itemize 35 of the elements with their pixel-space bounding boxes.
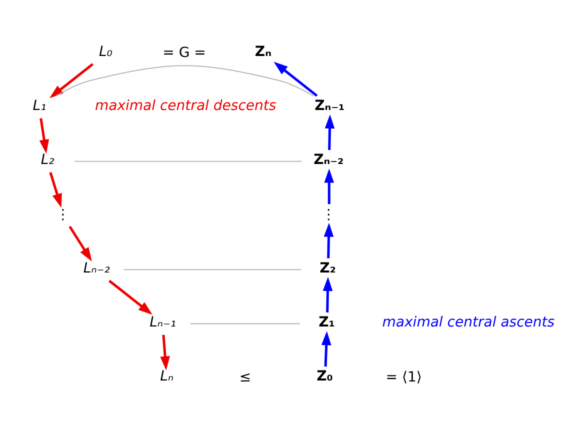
node-text: Lₙ: [160, 368, 174, 384]
connector: [56, 64, 314, 96]
label: maximal central descents: [94, 97, 276, 114]
node-text: L₂: [40, 152, 54, 168]
arrow: [160, 334, 170, 370]
label: = ⟨1⟩: [386, 369, 422, 386]
arrow: [324, 168, 334, 204]
label: ≤: [239, 369, 252, 386]
arrow: [324, 222, 334, 258]
node-text: Lₙ₋₂: [83, 260, 110, 276]
node-text: Zₙ: [254, 43, 272, 60]
node-text: Z₀: [316, 368, 333, 384]
arrow: [39, 118, 50, 154]
node-text: L₁: [32, 97, 46, 114]
node-text: ⋮: [56, 206, 70, 223]
arrow: [68, 225, 92, 261]
node-text: ⋮: [322, 206, 336, 223]
arrow: [108, 279, 152, 314]
node-text: Lₙ₋₁: [150, 314, 176, 330]
node-text: L₀: [98, 43, 112, 60]
arrow: [324, 114, 335, 150]
label: = G =: [162, 44, 206, 60]
arrow: [274, 61, 318, 96]
arrow: [321, 330, 332, 366]
label: maximal central ascents: [382, 314, 555, 330]
arrow: [50, 62, 94, 98]
connector: [190, 322, 300, 324]
connector: [124, 268, 301, 270]
connector: [74, 160, 302, 162]
node-text: Zₙ₋₂: [314, 152, 344, 168]
node-text: Z₂: [320, 260, 336, 276]
arrow: [49, 172, 62, 208]
node-text: Zₙ₋₁: [314, 97, 345, 114]
node-text: Z₁: [318, 314, 335, 330]
arrow: [322, 276, 333, 312]
